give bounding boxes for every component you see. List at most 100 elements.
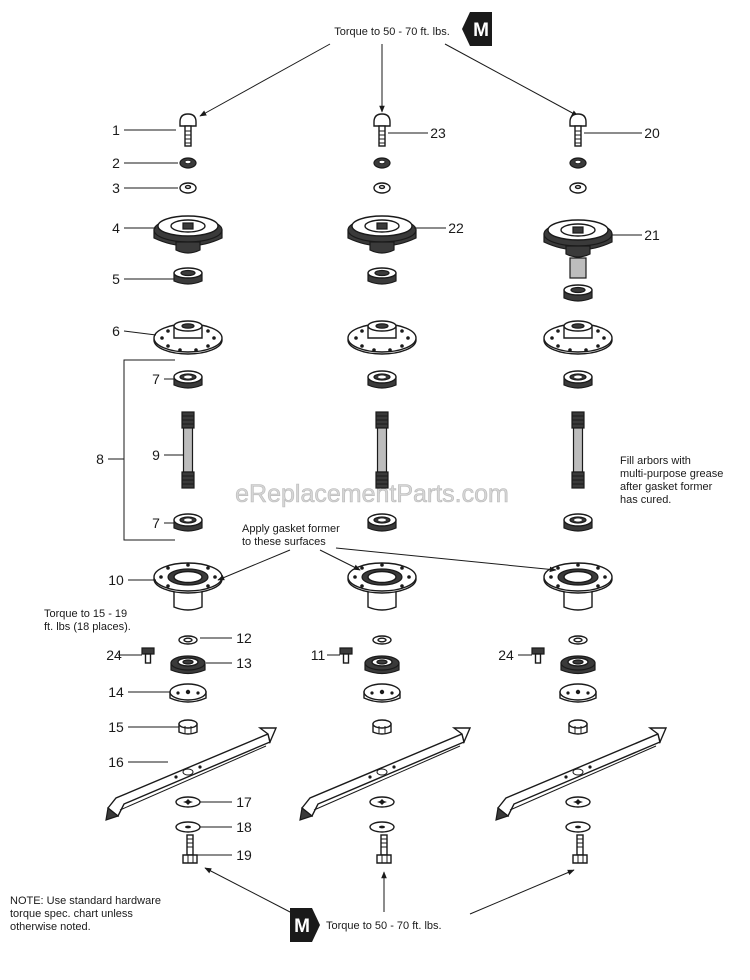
label-part-7-upper: 7 — [152, 371, 160, 387]
bearing-lower-center — [367, 513, 397, 532]
label-part-15: 15 — [108, 719, 124, 735]
label-part-16: 16 — [108, 754, 124, 770]
nut-right — [568, 719, 588, 735]
arrow-top-left — [199, 43, 331, 117]
watermark-text: eReplacementParts.com — [235, 480, 509, 508]
gasket-note-line2: to these surfaces — [242, 536, 326, 548]
grease-note-line1: Fill arbors with — [620, 455, 691, 467]
bolt-left — [179, 113, 197, 147]
small-bolt-left — [141, 647, 155, 664]
spindle-shaft-center — [375, 411, 389, 489]
label-part-24-right: 24 — [498, 647, 514, 663]
bearing-upper-right — [563, 370, 593, 389]
callout-leaders — [108, 129, 642, 856]
label-part-20: 20 — [644, 125, 660, 141]
label-part-21: 21 — [644, 227, 660, 243]
flat-washer-left — [175, 821, 201, 833]
star-washer-left — [175, 796, 201, 808]
label-part-3: 3 — [112, 180, 120, 196]
bushing-right — [563, 284, 593, 302]
label-part-1: 1 — [112, 122, 120, 138]
torque-note-bottom: Torque to 50 - 70 ft. lbs. — [326, 920, 442, 932]
m-badge-top: M — [462, 12, 492, 46]
m-badge-top-letter: M — [473, 20, 489, 41]
washer-left — [179, 182, 197, 194]
hardware-note-line1: NOTE: Use standard hardware — [10, 895, 161, 907]
hub-right — [559, 683, 597, 703]
label-part-10: 10 — [108, 572, 124, 588]
flat-washer-center — [369, 821, 395, 833]
small-bolt-right — [531, 647, 545, 664]
spindle-assembly-right — [495, 113, 667, 864]
label-part-11: 11 — [311, 647, 326, 663]
bolt-right — [569, 113, 587, 147]
label-part-2: 2 — [112, 155, 120, 171]
label-part-9: 9 — [152, 447, 160, 463]
label-part-8: 8 — [96, 451, 104, 467]
blade-bolt-left — [182, 834, 198, 864]
bearing-upper-center — [367, 370, 397, 389]
blade-bolt-center — [376, 834, 392, 864]
blade-bolt-right — [572, 834, 588, 864]
hardware-note-line3: otherwise noted. — [10, 921, 91, 933]
torque-note-side-line2: ft. lbs (18 places). — [44, 621, 131, 633]
hub-center — [363, 683, 401, 703]
pulley-hub-extension-right — [569, 257, 587, 279]
spindle-housing-left — [153, 562, 223, 611]
grease-note-line4: has cured. — [620, 494, 671, 506]
label-part-12: 12 — [236, 630, 252, 646]
star-washer-center — [369, 796, 395, 808]
seal-ring-left — [170, 655, 206, 675]
spindle-housing-center — [347, 562, 417, 611]
lockwasher-right — [569, 157, 587, 169]
nut-left — [178, 719, 198, 735]
nut-center — [372, 719, 392, 735]
star-washer-right — [565, 796, 591, 808]
grease-note-line2: multi-purpose grease — [620, 468, 723, 480]
pulley-right — [543, 219, 613, 258]
seal-center — [372, 635, 392, 645]
torque-note-top: Torque to 50 - 70 ft. lbs. — [334, 26, 450, 38]
gasket-arrow-center — [319, 549, 361, 571]
small-bolt-center — [339, 647, 353, 664]
bearing-lower-right — [563, 513, 593, 532]
bolt-center — [373, 113, 391, 147]
bearing-housing-top-right — [543, 320, 613, 355]
label-part-7-lower: 7 — [152, 515, 160, 531]
bearing-housing-top-left — [153, 320, 223, 355]
arrow-bottom-right — [469, 869, 575, 915]
bushing-center — [367, 267, 397, 285]
label-part-4: 4 — [112, 220, 120, 236]
pulley-left — [153, 215, 223, 254]
spindle-shaft-left — [181, 411, 195, 489]
lockwasher-left — [179, 157, 197, 169]
washer-right — [569, 182, 587, 194]
bearing-housing-top-center — [347, 320, 417, 355]
arrow-bottom-left — [204, 867, 293, 914]
label-part-22: 22 — [448, 220, 464, 236]
label-part-19: 19 — [236, 847, 252, 863]
label-part-23: 23 — [430, 125, 446, 141]
gasket-arrow-right — [335, 547, 557, 573]
label-part-5: 5 — [112, 271, 120, 287]
m-badge-bottom-letter: M — [294, 916, 310, 937]
grease-note-line3: after gasket former — [620, 481, 713, 493]
label-part-17: 17 — [236, 794, 252, 810]
torque-note-side-line1: Torque to 15 - 19 — [44, 608, 127, 620]
m-badge-bottom: M — [290, 908, 320, 942]
seal-ring-right — [560, 655, 596, 675]
bushing-left — [173, 267, 203, 285]
label-part-18: 18 — [236, 819, 252, 835]
gasket-note-line1: Apply gasket former — [242, 523, 340, 535]
seal-ring-center — [364, 655, 400, 675]
bearing-lower-left — [173, 513, 203, 532]
hardware-note-line2: torque spec. chart unless — [10, 908, 133, 920]
hub-left — [169, 683, 207, 703]
spindle-shaft-right — [571, 411, 585, 489]
bearing-upper-left — [173, 370, 203, 389]
pulley-center — [347, 215, 417, 254]
lockwasher-center — [373, 157, 391, 169]
arrow-top-right — [444, 43, 579, 117]
gasket-arrow-left — [217, 549, 291, 581]
